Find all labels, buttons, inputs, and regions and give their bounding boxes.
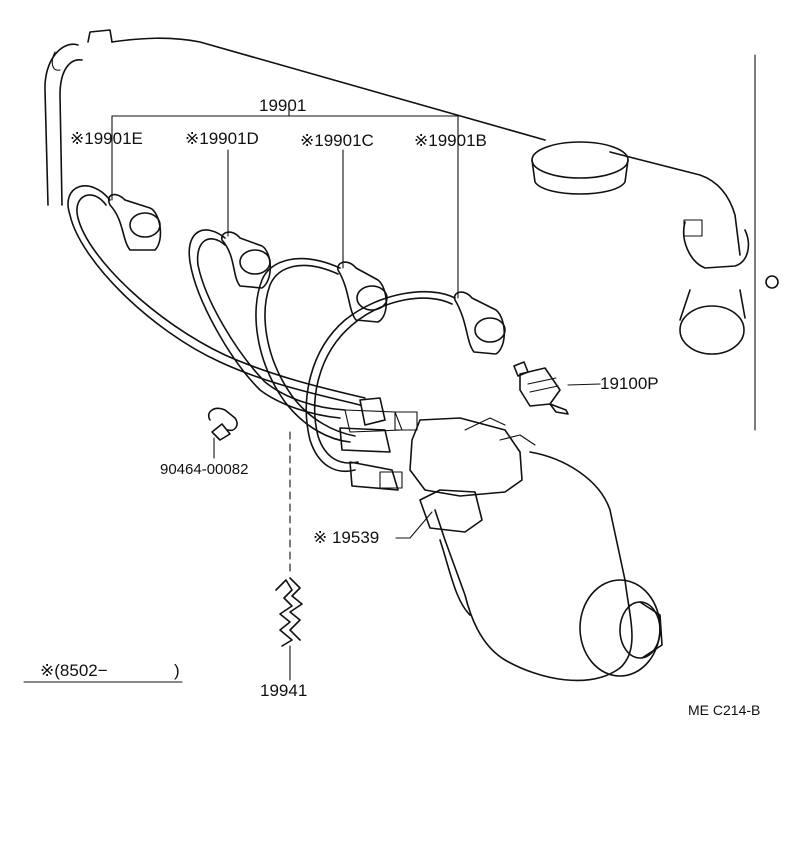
spark-plug	[513, 361, 569, 415]
engine-outline	[44, 29, 756, 431]
label-19901c: ※19901C	[300, 131, 374, 150]
label-19539: ※ 19539	[313, 528, 380, 547]
ignition-cords	[67, 185, 456, 472]
oil-cap	[531, 141, 629, 195]
applicability-note: ※(8502−	[40, 661, 108, 680]
distributor	[409, 417, 663, 682]
label-19901d: ※19901D	[185, 129, 259, 148]
label-19901: 19901	[259, 96, 307, 115]
leader-lines	[23, 107, 601, 683]
plug-boots	[107, 193, 506, 355]
applicability-note-close: )	[174, 661, 180, 680]
coil-connectors	[339, 397, 418, 491]
figure-code: ME C214-B	[688, 702, 761, 718]
label-19941: 19941	[260, 681, 308, 700]
cord-clamp	[207, 407, 238, 441]
label-19901b: ※19901B	[414, 131, 487, 150]
label-19100p: 19100P	[600, 374, 659, 393]
label-19901e: ※19901E	[70, 129, 143, 148]
wire-clip	[275, 577, 303, 647]
label-90464-00082: 90464-00082	[160, 461, 249, 478]
water-outlet	[679, 219, 779, 355]
